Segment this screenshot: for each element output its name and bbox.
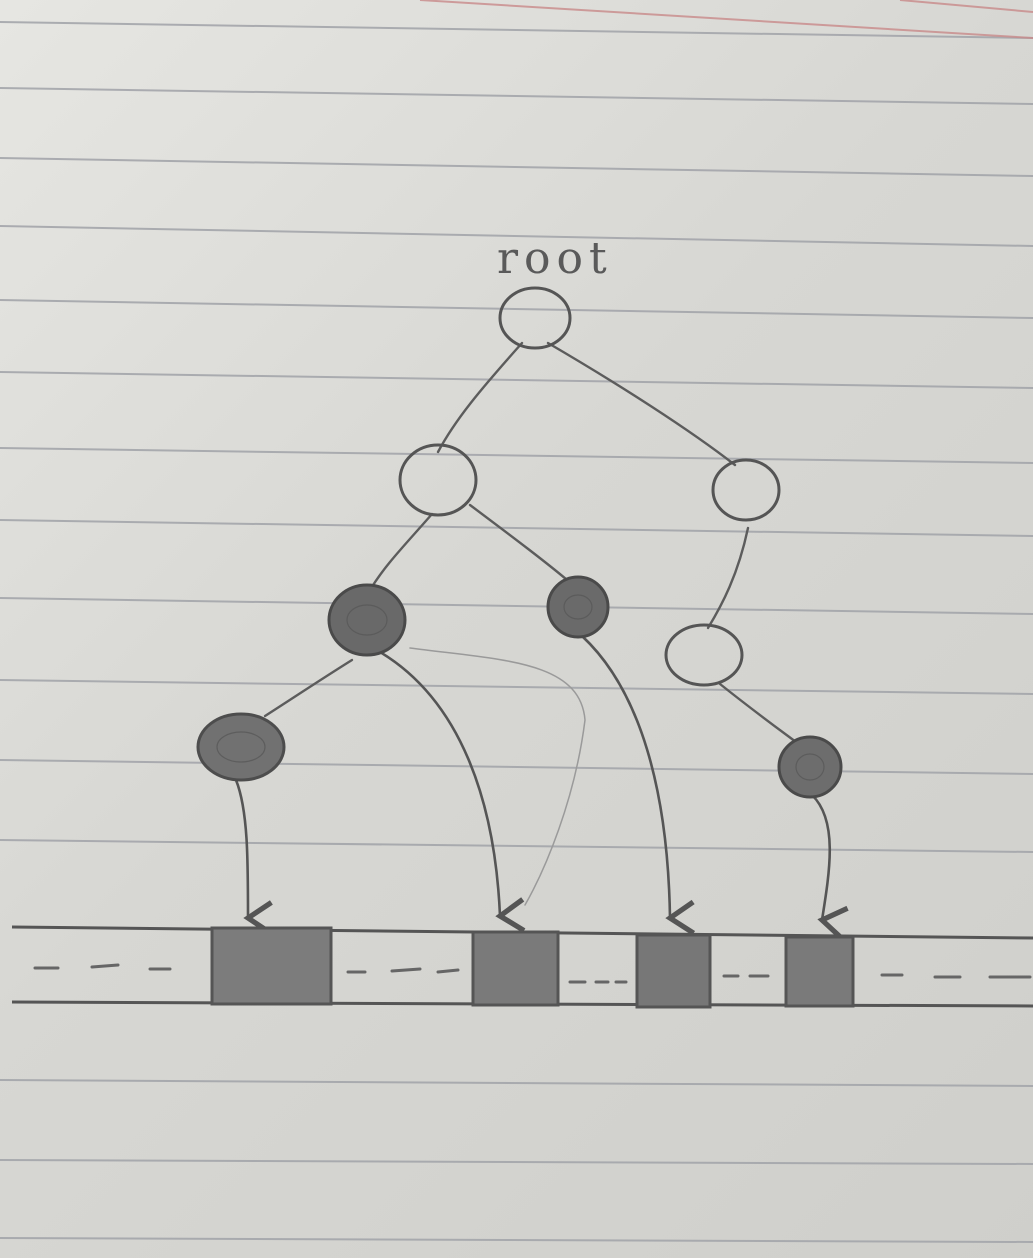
pointer-arrows (234, 634, 849, 942)
node-right-inner (664, 623, 744, 687)
node-left-child (398, 443, 478, 517)
dashed-gaps (33, 963, 1032, 984)
memory-block-2 (471, 930, 560, 1007)
edge-left-leafb (468, 503, 575, 587)
node-leaf-a (327, 583, 407, 657)
node-root (498, 286, 572, 350)
tree-nodes (196, 286, 843, 799)
arrow-leafc-block1 (234, 778, 273, 936)
edge-root-right (546, 341, 737, 467)
arrow-leafa-block2 (378, 650, 526, 933)
memory-block-1 (210, 926, 333, 1006)
memory-block-4 (784, 935, 855, 1008)
edge-root-left (436, 341, 524, 454)
memory-strip (11, 925, 1033, 1009)
faint-stray-line (409, 647, 586, 906)
ruled-lines (0, 21, 1033, 1243)
edge-left-leafa (368, 512, 434, 592)
arrow-leafd-block4 (810, 793, 849, 942)
node-leaf-c (196, 712, 286, 782)
edge-leafa-leafc (263, 658, 354, 718)
tree-edges (263, 341, 802, 747)
arrow-leafb-block3 (580, 634, 696, 936)
node-leaf-b (546, 575, 610, 639)
memory-block-3 (635, 933, 712, 1009)
margin-line (419, 0, 1033, 39)
edge-right-inner (706, 526, 750, 630)
edge-inner-leafd (718, 682, 802, 747)
node-leaf-d (777, 735, 843, 799)
root-label: root (497, 233, 613, 284)
node-right-child (711, 458, 781, 522)
